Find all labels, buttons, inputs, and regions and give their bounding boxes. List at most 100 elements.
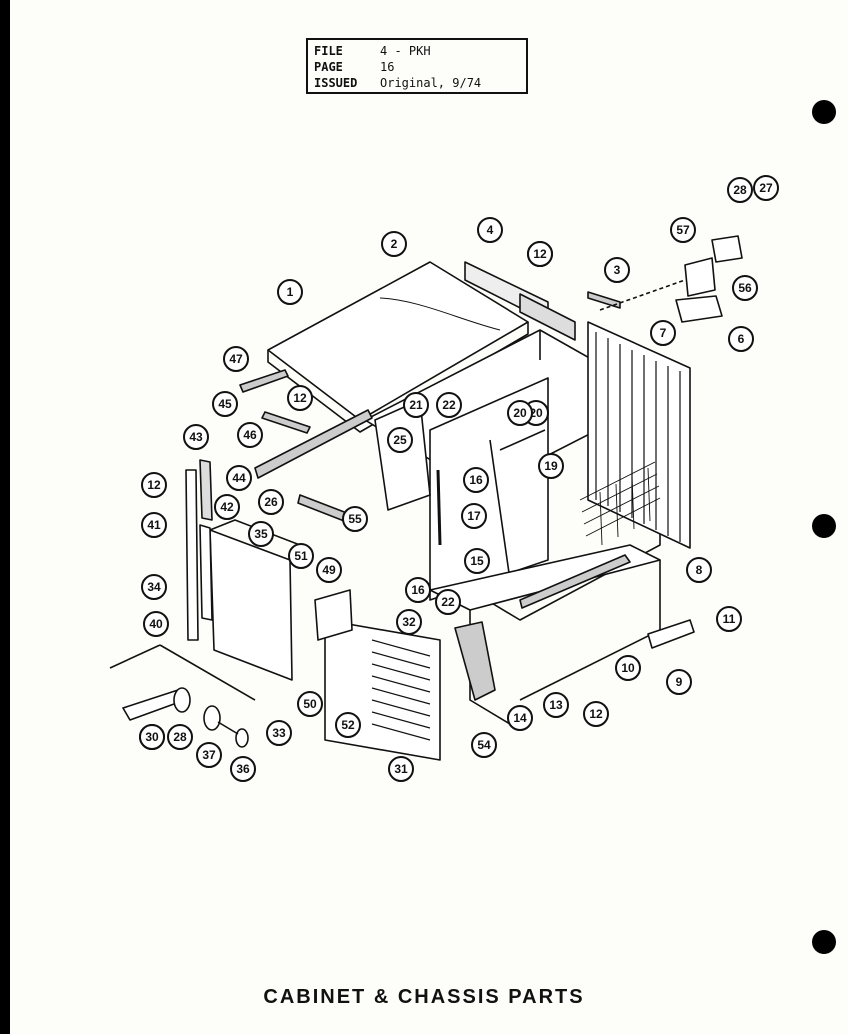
callout-number-49: 49 <box>322 563 336 577</box>
callout-number-15: 15 <box>470 554 484 568</box>
callout-number-14: 14 <box>513 711 527 725</box>
callout-circle-16 <box>463 467 489 493</box>
callout-circle-19 <box>538 453 564 479</box>
callout-number-45: 45 <box>218 397 232 411</box>
callout-number-40: 40 <box>149 617 163 631</box>
callout-number-30: 30 <box>145 730 159 744</box>
file-value: 4 - PKH <box>380 44 431 58</box>
callout-circle-14 <box>507 705 533 731</box>
diagram-title: CABINET & CHASSIS PARTS <box>263 986 585 1008</box>
callout-number-9: 9 <box>676 675 683 689</box>
callout-circle-43 <box>183 424 209 450</box>
callout-circle-35 <box>248 521 274 547</box>
callout-circle-25 <box>387 427 413 453</box>
callout-number-35: 35 <box>254 527 268 541</box>
callout-number-16: 16 <box>469 473 483 487</box>
binder-hole-bottom <box>812 930 836 954</box>
callout-number-4: 4 <box>487 223 494 237</box>
callout-number-17: 17 <box>467 509 481 523</box>
callout-number-16: 16 <box>411 583 425 597</box>
callout-circle-20 <box>507 400 533 426</box>
callout-circle-49 <box>316 557 342 583</box>
callout-circle-36 <box>230 756 256 782</box>
callout-circle-51 <box>288 543 314 569</box>
callout-circle-22 <box>435 589 461 615</box>
callout-circle-1 <box>277 279 303 305</box>
scan-edge <box>0 0 10 1034</box>
callout-number-57: 57 <box>676 223 690 237</box>
callout-number-51: 51 <box>294 549 308 563</box>
callout-number-33: 33 <box>272 726 286 740</box>
callout-circle-54 <box>471 732 497 758</box>
callout-circle-22 <box>436 392 462 418</box>
callout-number-27: 27 <box>759 181 773 195</box>
callout-circle-12 <box>583 701 609 727</box>
callout-circle-56 <box>732 275 758 301</box>
callout-number-46: 46 <box>243 428 257 442</box>
callout-circle-45 <box>212 391 238 417</box>
callout-circle-11 <box>716 606 742 632</box>
callout-circle-8 <box>686 557 712 583</box>
callout-circle-37 <box>196 742 222 768</box>
callout-number-36: 36 <box>236 762 250 776</box>
callout-number-44: 44 <box>232 471 246 485</box>
callout-number-2: 2 <box>391 237 398 251</box>
callout-number-56: 56 <box>738 281 752 295</box>
callout-number-6: 6 <box>738 332 745 346</box>
callout-circle-10 <box>615 655 641 681</box>
callout-number-3: 3 <box>614 263 621 277</box>
callout-number-25: 25 <box>393 433 407 447</box>
callout-circle-42 <box>214 494 240 520</box>
callout-circle-6 <box>728 326 754 352</box>
callout-number-34: 34 <box>147 580 161 594</box>
callout-circle-15 <box>464 548 490 574</box>
callout-number-21: 21 <box>409 398 423 412</box>
callout-labels: 1234567891011121212121314151616171920202… <box>139 175 779 782</box>
callout-circle-27 <box>753 175 779 201</box>
callout-number-1: 1 <box>287 285 294 299</box>
callout-circle-12 <box>287 385 313 411</box>
callout-number-28: 28 <box>173 730 187 744</box>
callout-circle-4 <box>477 217 503 243</box>
callout-number-50: 50 <box>303 697 317 711</box>
callout-number-32: 32 <box>402 615 416 629</box>
callout-circle-12 <box>527 241 553 267</box>
callout-number-42: 42 <box>220 500 234 514</box>
callout-number-55: 55 <box>348 512 362 526</box>
callout-circle-7 <box>650 320 676 346</box>
callout-number-22: 22 <box>442 398 456 412</box>
callout-circle-28 <box>167 724 193 750</box>
callout-circle-16 <box>405 577 431 603</box>
callout-circle-34 <box>141 574 167 600</box>
callout-circle-40 <box>143 611 169 637</box>
callout-circle-57 <box>670 217 696 243</box>
callout-number-52: 52 <box>341 718 355 732</box>
callout-circle-9 <box>666 669 692 695</box>
callout-circle-41 <box>141 512 167 538</box>
cabinet-artwork <box>109 235 743 761</box>
callout-number-43: 43 <box>189 430 203 444</box>
callout-number-54: 54 <box>477 738 491 752</box>
callout-number-41: 41 <box>147 518 161 532</box>
callout-circle-32 <box>396 609 422 635</box>
callout-number-12: 12 <box>533 247 547 261</box>
callout-circle-31 <box>388 756 414 782</box>
callout-circle-44 <box>226 465 252 491</box>
issued-key: ISSUED <box>314 76 358 90</box>
callout-circle-46 <box>237 422 263 448</box>
callout-circle-28 <box>727 177 753 203</box>
callout-circle-17 <box>461 503 487 529</box>
callout-circle-2 <box>381 231 407 257</box>
callout-circle-55 <box>342 506 368 532</box>
callout-number-12: 12 <box>293 391 307 405</box>
issued-value: Original, 9/74 <box>380 76 482 90</box>
callout-number-8: 8 <box>696 563 703 577</box>
callout-circle-26 <box>258 489 284 515</box>
callout-circle-52 <box>335 712 361 738</box>
callout-number-47: 47 <box>229 352 243 366</box>
callout-number-19: 19 <box>544 459 558 473</box>
callout-circle-3 <box>604 257 630 283</box>
callout-number-31: 31 <box>394 762 408 776</box>
